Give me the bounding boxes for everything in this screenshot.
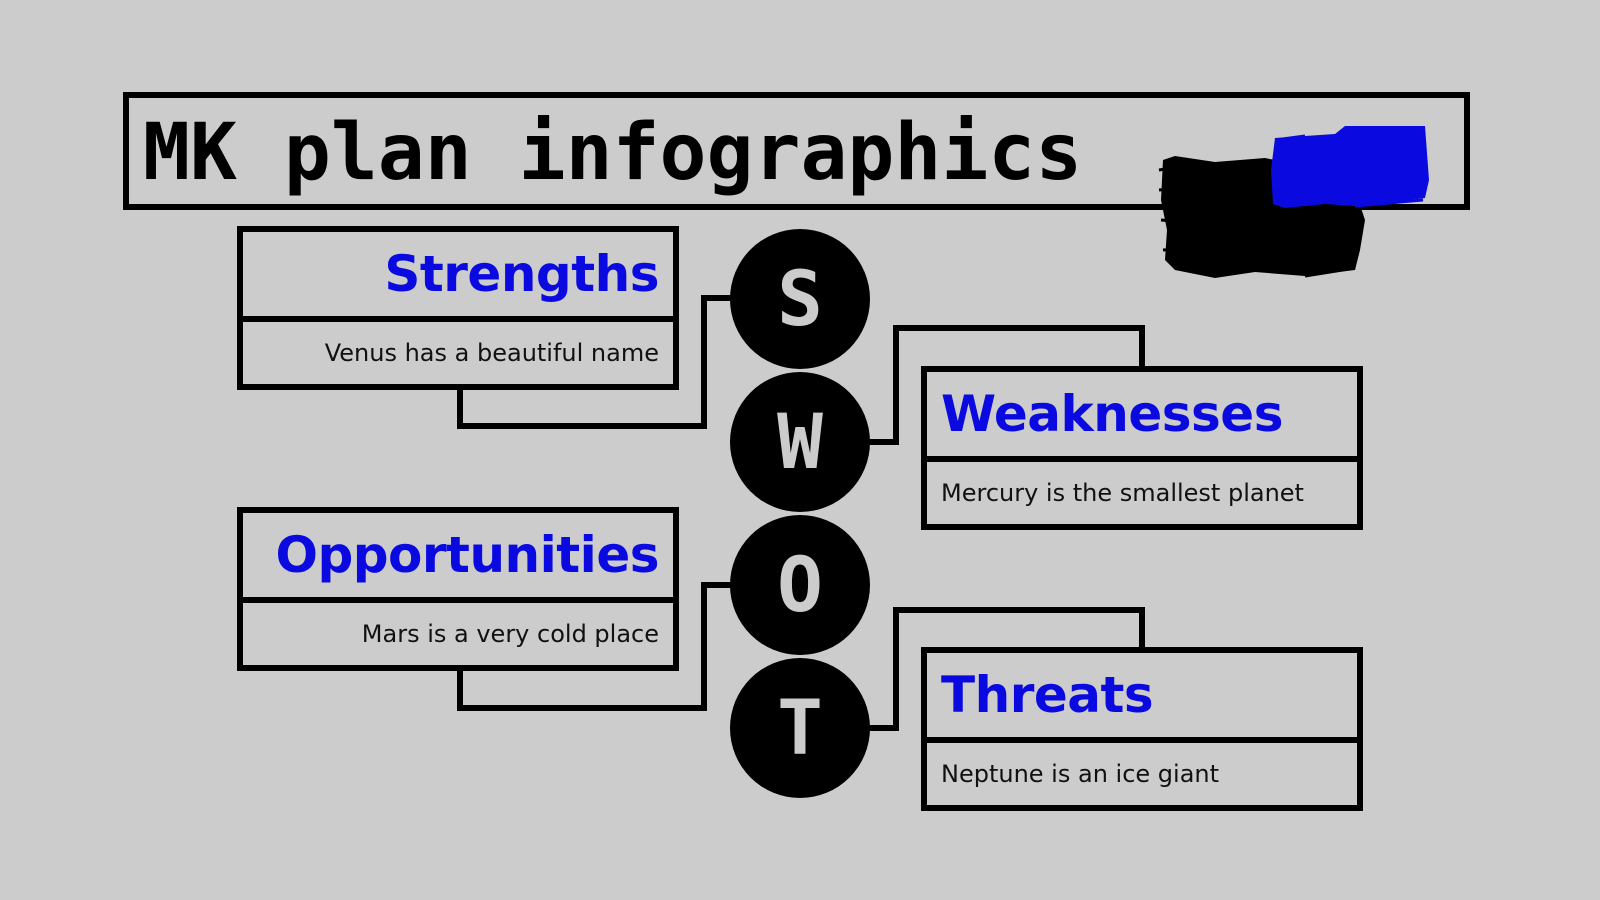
page-title: MK plan infographics xyxy=(143,108,1083,198)
strengths-text: Venus has a beautiful name xyxy=(324,339,659,367)
strengths-card: Strengths Venus has a beautiful name xyxy=(237,226,679,390)
opportunities-text: Mars is a very cold place xyxy=(361,620,659,648)
swot-letter-w: W xyxy=(777,397,823,486)
swot-letter-t: T xyxy=(777,683,823,772)
threats-heading: Threats xyxy=(941,666,1154,724)
swot-letter-o: O xyxy=(777,540,823,629)
blue-brush-stroke xyxy=(1271,126,1429,208)
opportunities-body-box: Mars is a very cold place xyxy=(243,603,673,665)
title-box: MK plan infographics xyxy=(123,92,1470,210)
weaknesses-heading: Weaknesses xyxy=(941,385,1283,443)
swot-circle-w: W xyxy=(730,372,870,512)
weaknesses-card: Weaknesses Mercury is the smallest plane… xyxy=(921,366,1363,530)
swot-circle-t: T xyxy=(730,658,870,798)
threats-heading-box: Threats xyxy=(927,653,1357,743)
brush-stroke-decoration xyxy=(1158,126,1429,278)
threats-card: Threats Neptune is an ice giant xyxy=(921,647,1363,811)
threats-body-box: Neptune is an ice giant xyxy=(927,743,1357,805)
swot-letter-s: S xyxy=(777,254,823,343)
strengths-heading: Strengths xyxy=(384,245,659,303)
weaknesses-body-box: Mercury is the smallest planet xyxy=(927,462,1357,524)
opportunities-heading-box: Opportunities xyxy=(243,513,673,603)
opportunities-heading: Opportunities xyxy=(275,526,659,584)
swot-circle-s: S xyxy=(730,229,870,369)
opportunities-card: Opportunities Mars is a very cold place xyxy=(237,507,679,671)
weaknesses-heading-box: Weaknesses xyxy=(927,372,1357,462)
strengths-body-box: Venus has a beautiful name xyxy=(243,322,673,384)
threats-text: Neptune is an ice giant xyxy=(941,760,1220,788)
swot-circle-o: O xyxy=(730,515,870,655)
strengths-heading-box: Strengths xyxy=(243,232,673,322)
weaknesses-text: Mercury is the smallest planet xyxy=(941,479,1304,507)
